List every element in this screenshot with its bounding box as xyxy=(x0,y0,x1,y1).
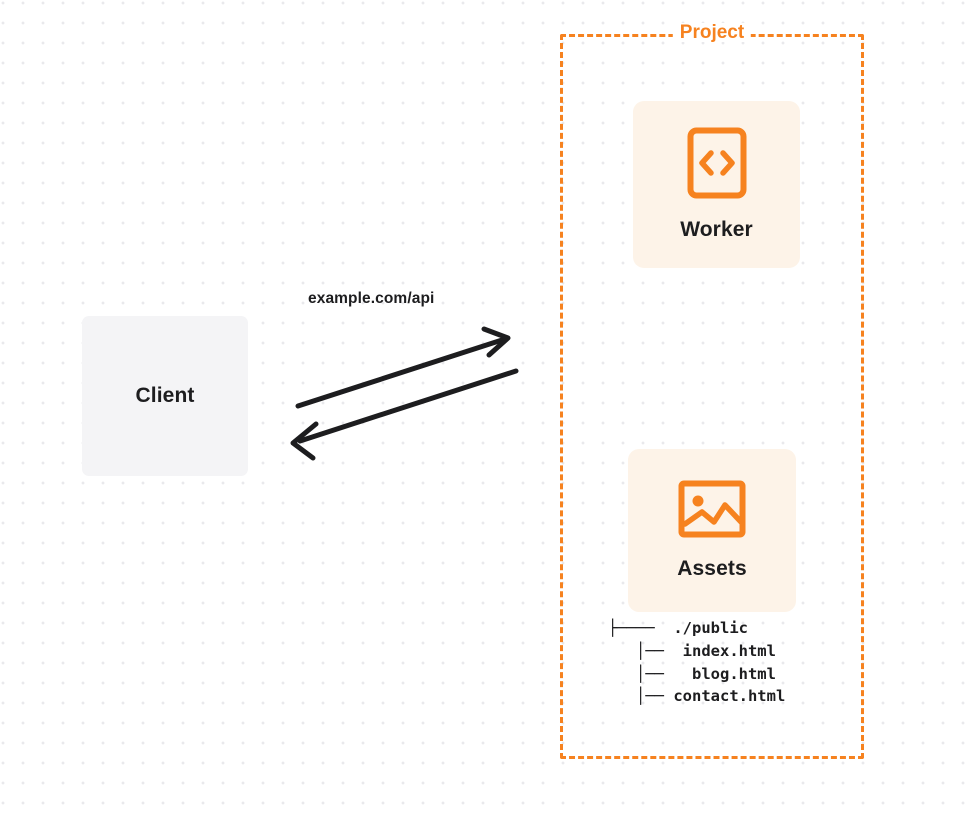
asset-file-tree: ├──── ./public │── index.html │── blog.h… xyxy=(608,617,785,708)
arrow-left xyxy=(290,368,519,461)
client-label: Client xyxy=(135,384,195,407)
assets-label: Assets xyxy=(677,557,747,580)
arrow-right xyxy=(295,326,511,409)
client-node[interactable]: Client xyxy=(82,316,248,476)
project-title: Project xyxy=(672,23,752,42)
worker-label: Worker xyxy=(680,218,753,241)
image-icon xyxy=(678,480,746,543)
assets-node[interactable]: Assets xyxy=(628,449,796,612)
file-tree-row: ├──── ./public xyxy=(608,619,748,637)
worker-node[interactable]: Worker xyxy=(633,101,800,268)
file-tree-row: │── index.html xyxy=(608,641,776,660)
code-brackets-icon xyxy=(687,127,747,204)
project-boundary: Project xyxy=(560,23,864,759)
file-tree-row: │── contact.html xyxy=(608,687,786,706)
connection-label: example.com/api xyxy=(308,290,435,307)
file-tree-row: │── blog.html xyxy=(608,664,776,683)
